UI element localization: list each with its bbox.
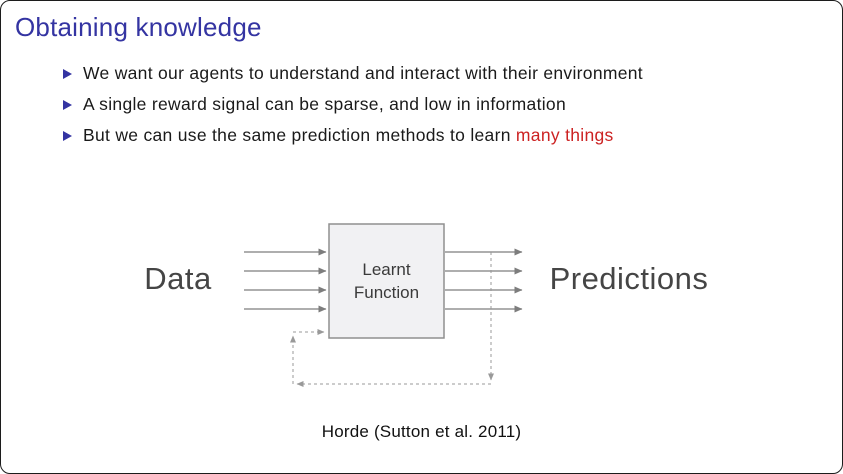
figure-caption: Horde (Sutton et al. 2011): [321, 422, 522, 441]
data-label: Data: [144, 261, 212, 296]
feedback-loop: [290, 252, 494, 387]
bullet-text-highlight: many things: [515, 125, 614, 145]
box-label-line2: Function: [354, 283, 419, 302]
bullet-text-plain: But we can use the same prediction metho…: [83, 125, 516, 145]
predictions-label: Predictions: [550, 261, 709, 296]
output-arrows: [445, 248, 523, 313]
bullet-item: A single reward signal can be sparse, an…: [63, 94, 643, 115]
input-arrows: [244, 248, 327, 313]
bullet-text: A single reward signal can be sparse, an…: [83, 94, 566, 114]
triangle-bullet-icon: [63, 99, 72, 110]
triangle-bullet-icon: [63, 130, 72, 141]
bullet-text: But we can use the same prediction metho…: [83, 125, 614, 146]
box-label-line1: Learnt: [362, 260, 410, 279]
triangle-bullet-icon: [63, 68, 72, 79]
bullet-list: We want our agents to understand and int…: [63, 63, 643, 156]
learnt-function-box: [328, 223, 445, 339]
slide-title: Obtaining knowledge: [15, 12, 262, 42]
bullet-item: We want our agents to understand and int…: [63, 63, 643, 84]
bullet-text: We want our agents to understand and int…: [83, 63, 643, 83]
bullet-item: But we can use the same prediction metho…: [63, 125, 643, 146]
